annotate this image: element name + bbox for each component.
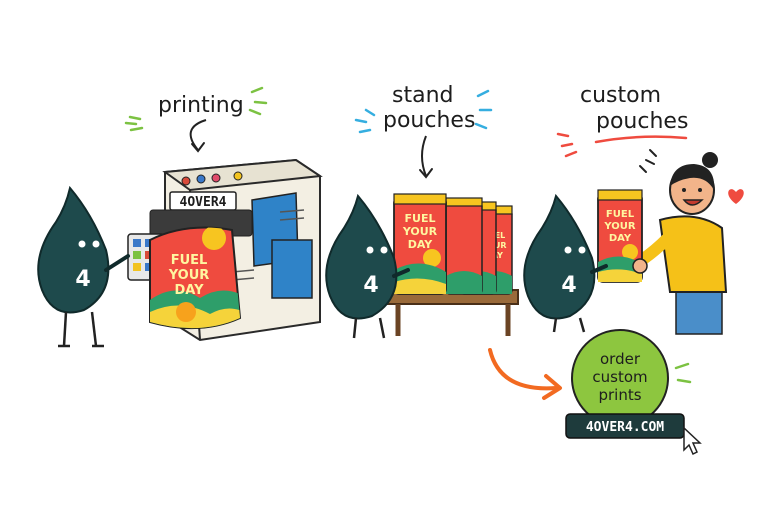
shirt: [658, 215, 728, 293]
stand-pouches-caption: stand pouches: [354, 83, 493, 179]
indicator-light: [181, 176, 191, 186]
sun-icon: [622, 244, 638, 260]
cta-line-1: order: [600, 350, 641, 368]
stand-label-line1: stand: [392, 83, 453, 108]
custom-pouch: FUEL YOUR DAY: [597, 189, 643, 283]
underline: [594, 135, 688, 144]
curved-arrow-icon: [189, 119, 207, 151]
poster-line-1: FUEL: [171, 253, 208, 268]
pouch-line-1: FUEL: [405, 212, 436, 225]
printer-brand: 4OVER4: [180, 195, 227, 210]
mascot-number: 4: [75, 267, 90, 292]
poster-line-3: DAY: [174, 283, 204, 298]
sparkle-marks: [124, 86, 268, 132]
mascot-stand: 4: [325, 193, 410, 339]
custom-label-line2: pouches: [596, 109, 688, 134]
mascot-number: 4: [561, 273, 576, 298]
curved-arrow-icon: [421, 135, 427, 177]
mascot-number: 4: [363, 273, 378, 298]
custom-label-line1: custom: [580, 83, 661, 108]
indicator-light: [196, 174, 206, 184]
cursor-icon: [683, 426, 702, 456]
poster-line-2: YOUR: [168, 268, 210, 283]
printing-caption: printing: [124, 86, 268, 153]
mascot-custom: 4: [523, 193, 608, 333]
cta-line-3: prints: [598, 386, 641, 404]
svg-text:FUEL: FUEL: [606, 209, 635, 220]
cta-line-2: custom: [592, 368, 647, 386]
indicator-light: [211, 173, 221, 183]
url-pill[interactable]: [565, 413, 685, 439]
curved-arrow-icon: [488, 348, 558, 391]
custom-pouches-caption: custom pouches: [556, 83, 688, 173]
website-link[interactable]: 4OVER4.COM: [565, 413, 702, 456]
mascot-printing: 4: [37, 185, 130, 348]
display-table: [387, 289, 519, 336]
svg-text:YOUR: YOUR: [603, 221, 636, 232]
jeans: [675, 287, 723, 335]
pouch-line-3: DAY: [408, 238, 434, 251]
stand-pouches-group: FUEL YOUR DAY FUEL YOUR DAY: [393, 193, 513, 295]
stand-label-line2: pouches: [383, 108, 475, 133]
cta-badge[interactable]: order custom prints: [571, 329, 692, 427]
pouch: FUEL YOUR DAY: [393, 193, 447, 295]
svg-text:DAY: DAY: [609, 233, 632, 244]
blue-panel: [271, 239, 313, 299]
hair-bun: [702, 152, 718, 168]
indicator-light: [233, 171, 243, 181]
printing-label: printing: [158, 93, 244, 118]
sun-icon: [423, 249, 441, 267]
printed-poster: FUEL YOUR DAY: [149, 226, 242, 330]
cta-arrow: [488, 348, 562, 400]
person: [626, 152, 744, 335]
pouch-line-2: YOUR: [402, 225, 438, 238]
heart-icon: [728, 189, 744, 204]
hand: [632, 258, 648, 274]
pouch: [445, 197, 483, 295]
website-url[interactable]: 4OVER4.COM: [586, 420, 664, 435]
sun-icon: [202, 227, 226, 250]
